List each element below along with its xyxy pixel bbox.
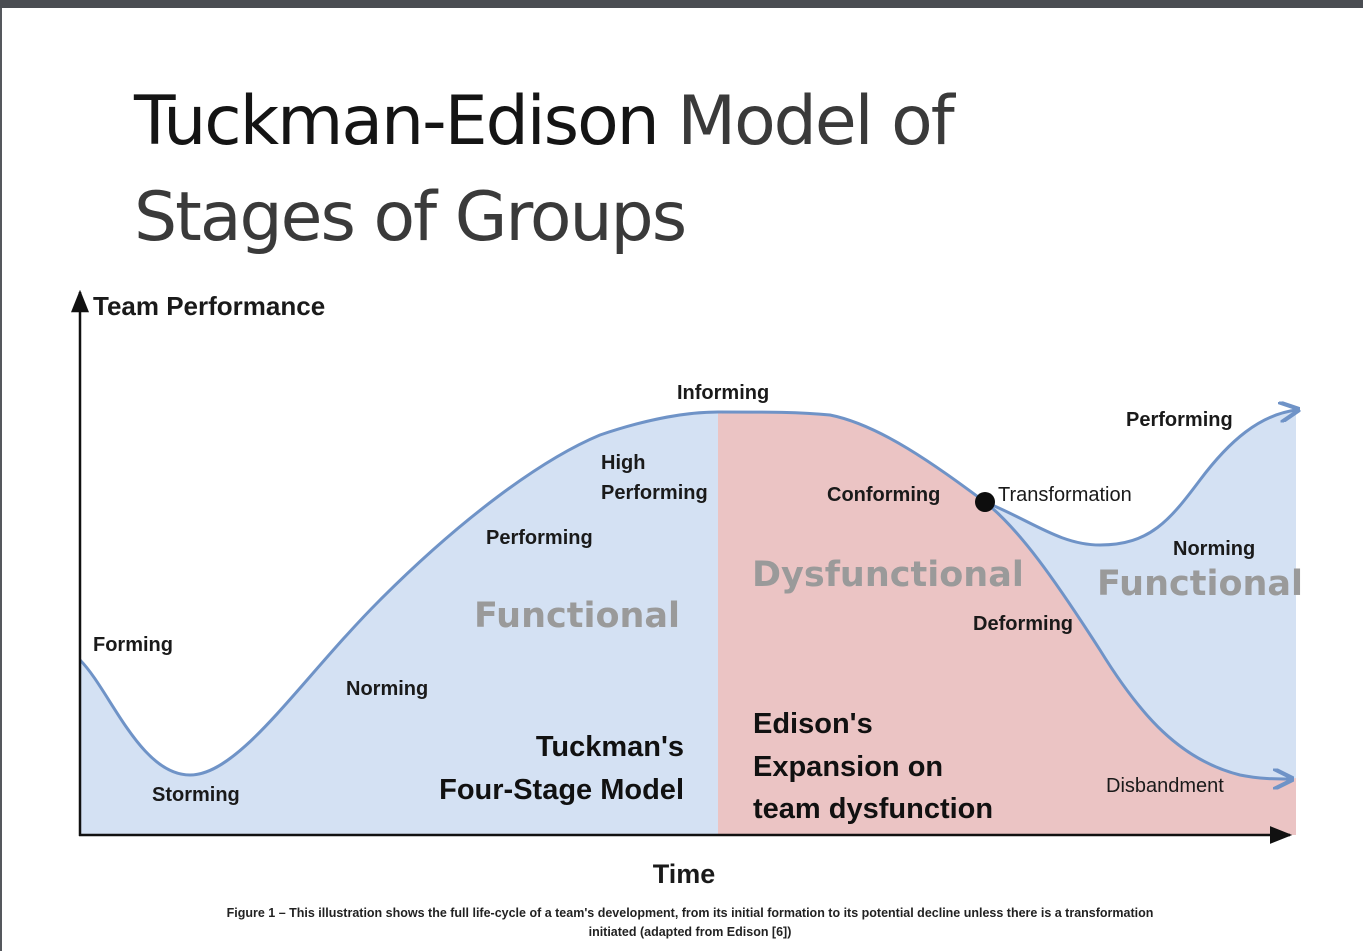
title-rest: Model of [657, 82, 954, 161]
stage-forming: Forming [93, 634, 173, 656]
stage-deforming: Deforming [973, 613, 1073, 635]
transformation-point [975, 492, 995, 512]
caption-line1: Figure 1 – This illustration shows the f… [226, 906, 1154, 920]
recovery-curve [984, 410, 1296, 547]
window-top-bar [0, 0, 1363, 8]
edison-model-line3: team dysfunction [753, 793, 993, 825]
tuckman-model-line2: Four-Stage Model [439, 774, 684, 806]
functional-region-left [80, 412, 718, 835]
stage-high-performing-2: Performing [601, 482, 708, 504]
stage-norming: Norming [346, 678, 428, 700]
stage-high-performing-1: High [601, 452, 645, 474]
region-functional-left: Functional [474, 596, 680, 636]
title-strong: Tuckman-Edison [134, 82, 660, 161]
stage-performing-2: Performing [1126, 409, 1233, 431]
window-left-edge [0, 8, 2, 951]
main-curve [78, 410, 986, 777]
edison-model-line1: Edison's [753, 708, 873, 740]
stage-conforming: Conforming [827, 484, 940, 506]
dysfunctional-region [718, 412, 1296, 835]
figure-caption: Figure 1 – This illustration shows the f… [100, 904, 1280, 942]
tuckman-model-line1: Tuckman's [536, 731, 684, 763]
y-axis-label: Team Performance [93, 291, 325, 321]
slide-title: Tuckman-Edison Model of Stages of Groups [134, 74, 1234, 266]
caption-line2: initiated (adapted from Edison [6]) [588, 925, 792, 939]
decline-curve [984, 500, 1290, 779]
stage-disbandment: Disbandment [1106, 775, 1224, 797]
stage-transformation: Transformation [998, 484, 1132, 506]
edison-model-line2: Expansion on [753, 751, 943, 783]
stage-storming: Storming [152, 784, 240, 806]
x-axis-label: Time [653, 859, 716, 889]
functional-region-right [985, 410, 1296, 779]
region-functional-right: Functional [1097, 564, 1303, 604]
title-line2: Stages of Groups [134, 178, 687, 257]
stage-performing: Performing [486, 527, 593, 549]
stage-informing: Informing [677, 382, 769, 404]
region-dysfunctional: Dysfunctional [752, 555, 1024, 595]
stage-norming-2: Norming [1173, 538, 1255, 560]
